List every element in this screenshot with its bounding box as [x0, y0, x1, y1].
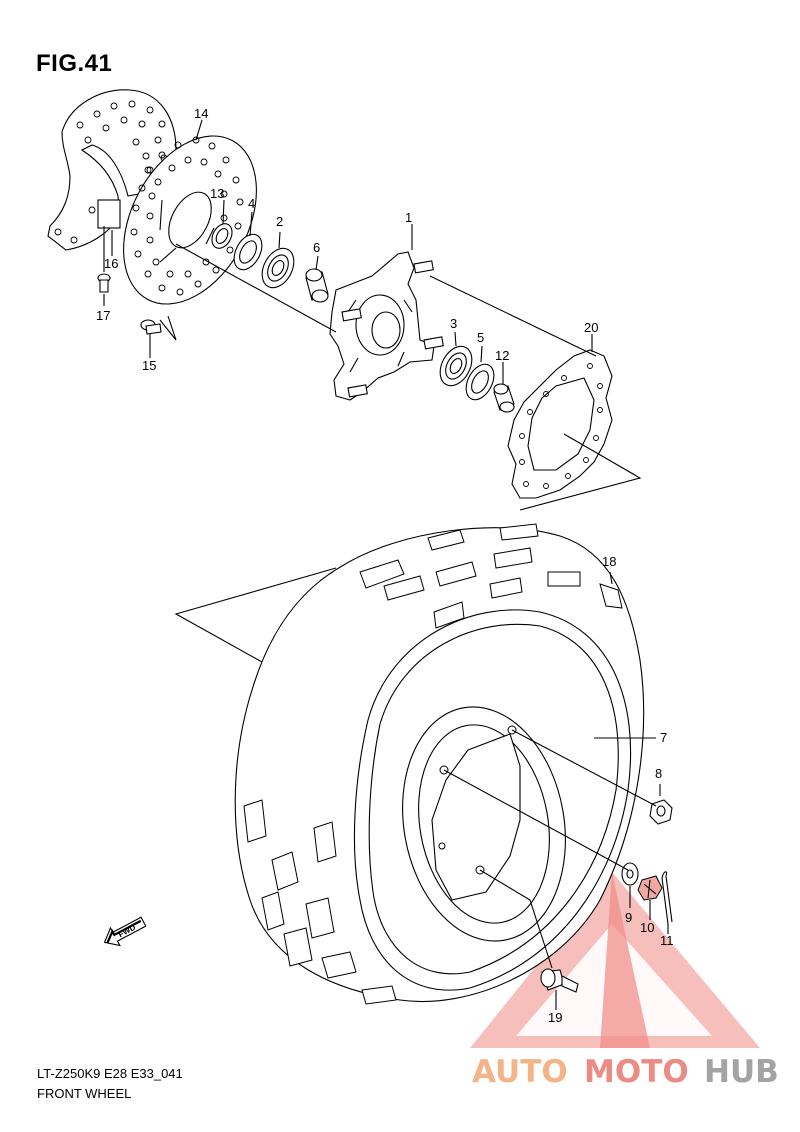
model-code: LT-Z250K9 E28 E33_041	[37, 1066, 183, 1081]
cotter-pin-11	[661, 871, 673, 925]
watermark-auto: AUTO	[472, 1054, 568, 1090]
callout-16: 16	[104, 256, 118, 271]
callout-9: 9	[625, 910, 632, 925]
callout-3: 3	[450, 316, 457, 331]
spacer-12	[493, 383, 515, 413]
spacer-6	[305, 268, 329, 303]
bearing-3	[439, 345, 473, 387]
callout-11: 11	[660, 933, 674, 948]
wheel-nut-8	[649, 799, 673, 825]
callout-6: 6	[313, 240, 320, 255]
watermark-triangle	[470, 872, 760, 1048]
washer-9	[621, 862, 639, 886]
callout-20: 20	[584, 320, 598, 335]
bearing-2	[261, 247, 295, 289]
callout-19: 19	[548, 1010, 562, 1025]
section-name: FRONT WHEEL	[37, 1086, 132, 1101]
bolt-17	[97, 273, 111, 293]
front-hub	[329, 251, 444, 401]
callout-8: 8	[655, 766, 662, 781]
assembly-lines	[103, 226, 642, 663]
brake-disc-cover	[47, 89, 177, 251]
watermark-logo: AUTO MOTO HUB	[472, 1054, 779, 1090]
callout-12: 12	[495, 348, 509, 363]
callout-5: 5	[477, 330, 484, 345]
oil-seal-5	[465, 363, 495, 401]
bolt-15	[140, 319, 162, 335]
oil-seal-4	[233, 233, 263, 271]
callout-13: 13	[210, 186, 224, 201]
rim-hardware-lines	[443, 729, 657, 969]
callout-15: 15	[142, 358, 156, 373]
watermark-moto: MOTO	[584, 1054, 689, 1090]
callout-18: 18	[602, 554, 616, 569]
castle-nut-10	[637, 875, 663, 901]
callout-14: 14	[194, 106, 208, 121]
callout-2: 2	[276, 214, 283, 229]
callout-10: 10	[640, 920, 654, 935]
leader-lines	[103, 119, 669, 1010]
callout-17: 17	[96, 308, 110, 323]
callout-numbers: 1 2 3 4 5 6 7 8 9 10 11 12 13 14 15 16 1…	[96, 106, 674, 1025]
fwd-arrow-icon: FWD	[103, 916, 147, 947]
watermark-hub: HUB	[704, 1054, 779, 1090]
valve-19	[540, 968, 579, 993]
callout-4: 4	[248, 196, 255, 211]
spacer-13	[211, 223, 233, 249]
callout-7: 7	[660, 730, 667, 745]
brake-disc	[123, 135, 257, 305]
callout-1: 1	[405, 210, 412, 225]
disc-guard-plate	[507, 349, 613, 499]
figure-title: FIG.41	[36, 50, 113, 77]
